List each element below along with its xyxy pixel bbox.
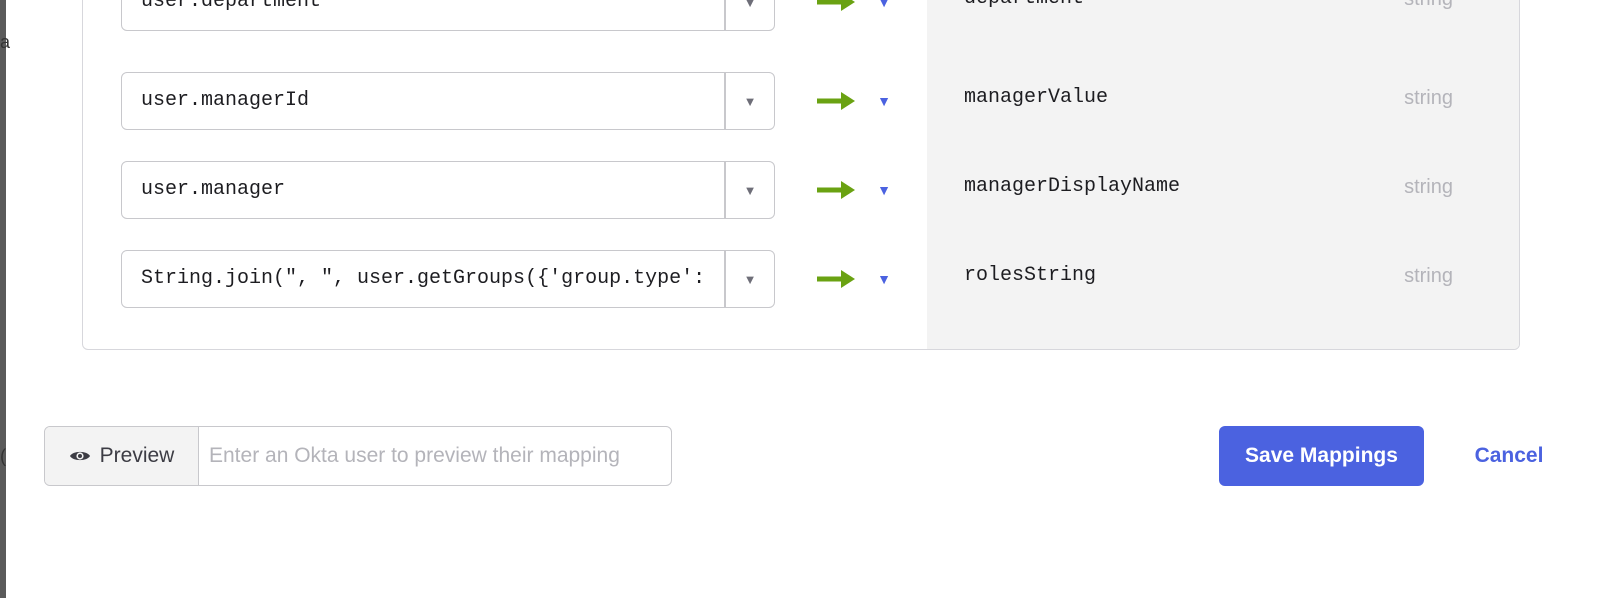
eye-icon bbox=[69, 451, 90, 461]
preview-button-label: Preview bbox=[99, 444, 175, 467]
target-attribute-name: managerDisplayName bbox=[964, 175, 1181, 198]
caret-down-icon: ▼ bbox=[877, 0, 891, 10]
target-attribute-name: managerValue bbox=[964, 86, 1109, 109]
caret-down-icon: ▼ bbox=[743, 0, 757, 10]
backdrop-text-bottom: ( bbox=[0, 446, 6, 466]
target-attribute-name: department bbox=[964, 0, 1084, 29]
source-dropdown-button[interactable]: ▼ bbox=[724, 73, 774, 129]
target-attribute-type: string bbox=[1404, 176, 1453, 198]
caret-down-icon: ▼ bbox=[743, 271, 757, 287]
target-attributes-column bbox=[927, 0, 1519, 349]
caret-down-icon: ▼ bbox=[877, 271, 891, 287]
mapping-row-manager-display-name: user.manager ▼ ▼ managerDisplayName stri… bbox=[83, 161, 1519, 221]
cancel-link[interactable]: Cancel bbox=[1474, 444, 1544, 467]
arrow-right-icon bbox=[817, 92, 855, 110]
source-dropdown-button[interactable]: ▼ bbox=[724, 251, 774, 307]
caret-down-icon: ▼ bbox=[877, 93, 891, 109]
preview-group: Preview bbox=[44, 426, 672, 486]
arrow-right-icon bbox=[817, 181, 855, 199]
attribute-mappings-panel: user.department ▼ ▼ department string us… bbox=[82, 0, 1520, 350]
source-expression-value[interactable]: String.join(", ", user.getGroups({'group… bbox=[141, 267, 721, 290]
target-attribute-type: string bbox=[1404, 87, 1453, 109]
target-attribute-type: string bbox=[1404, 265, 1453, 287]
preview-button[interactable]: Preview bbox=[45, 427, 199, 485]
mapping-row-roles-string: String.join(", ", user.getGroups({'group… bbox=[83, 250, 1519, 310]
backdrop-edge bbox=[0, 0, 6, 598]
source-expression-value[interactable]: user.managerId bbox=[141, 89, 310, 112]
target-attribute-type: string bbox=[1373, 0, 1453, 29]
source-dropdown-button[interactable]: ▼ bbox=[724, 0, 774, 30]
source-expression-field[interactable]: user.department ▼ bbox=[121, 0, 775, 31]
source-expression-field[interactable]: String.join(", ", user.getGroups({'group… bbox=[121, 250, 775, 308]
source-expression-value[interactable]: user.manager bbox=[141, 178, 286, 201]
mapping-row-department: user.department ▼ ▼ department string bbox=[83, 0, 1519, 33]
source-expression-field[interactable]: user.managerId ▼ bbox=[121, 72, 775, 130]
save-mappings-button[interactable]: Save Mappings bbox=[1219, 426, 1424, 486]
source-dropdown-button[interactable]: ▼ bbox=[724, 162, 774, 218]
preview-user-input[interactable] bbox=[199, 427, 671, 485]
arrow-right-icon bbox=[817, 0, 855, 11]
caret-down-icon: ▼ bbox=[743, 182, 757, 198]
source-expression-value[interactable]: user.department bbox=[141, 0, 322, 13]
caret-down-icon: ▼ bbox=[743, 93, 757, 109]
backdrop-text-top: a bbox=[0, 32, 11, 52]
arrow-right-icon bbox=[817, 270, 855, 288]
push-option-dropdown[interactable]: ▼ bbox=[874, 178, 894, 202]
target-attribute-name: rolesString bbox=[964, 264, 1097, 287]
push-option-dropdown[interactable]: ▼ bbox=[874, 89, 894, 113]
source-expression-field[interactable]: user.manager ▼ bbox=[121, 161, 775, 219]
mapping-row-manager-value: user.managerId ▼ ▼ managerValue string bbox=[83, 72, 1519, 132]
push-option-dropdown[interactable]: ▼ bbox=[874, 0, 894, 14]
push-option-dropdown[interactable]: ▼ bbox=[874, 267, 894, 291]
caret-down-icon: ▼ bbox=[877, 182, 891, 198]
